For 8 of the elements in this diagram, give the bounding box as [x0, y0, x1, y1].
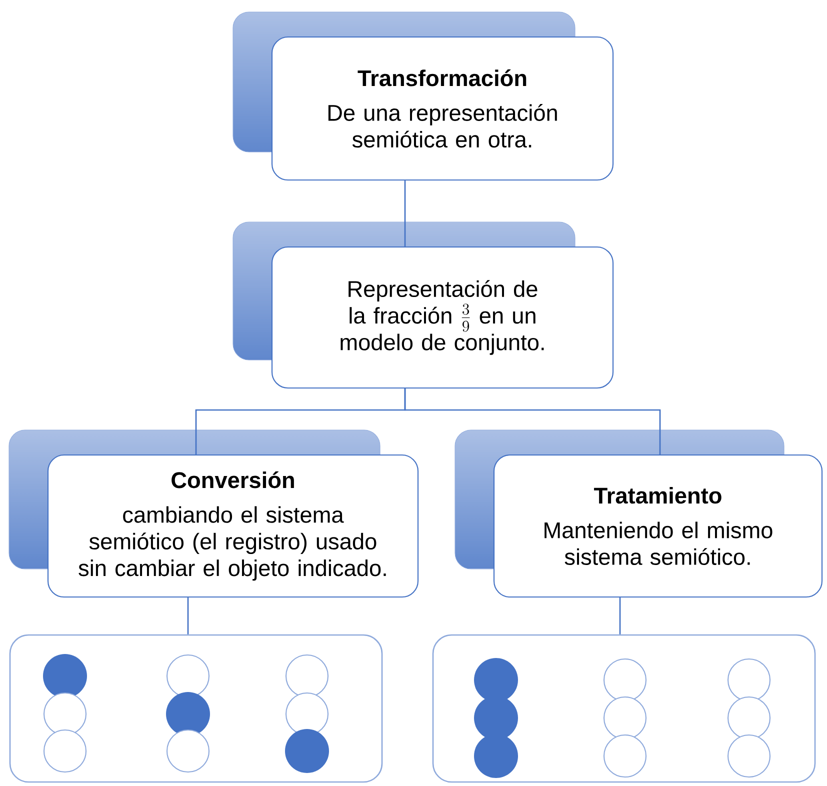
connector-line: [187, 598, 189, 634]
card-box: Conversión cambiando el sistema semiótico (el registro) usado sin cambiar el objeto indicado.: [8, 430, 419, 598]
connector-line: [404, 388, 661, 454]
connector-line: [619, 598, 621, 634]
card-box: Transformación De una representación semiótica en otra.: [232, 12, 614, 181]
card-box: Tratamiento Manteniendo el mismo sistema semiótico.: [454, 430, 823, 598]
card-box: Representación de la fracción $\frac{3}{9}$ en un modelo de conjunto.: [232, 222, 614, 389]
connector-line: [404, 180, 406, 246]
